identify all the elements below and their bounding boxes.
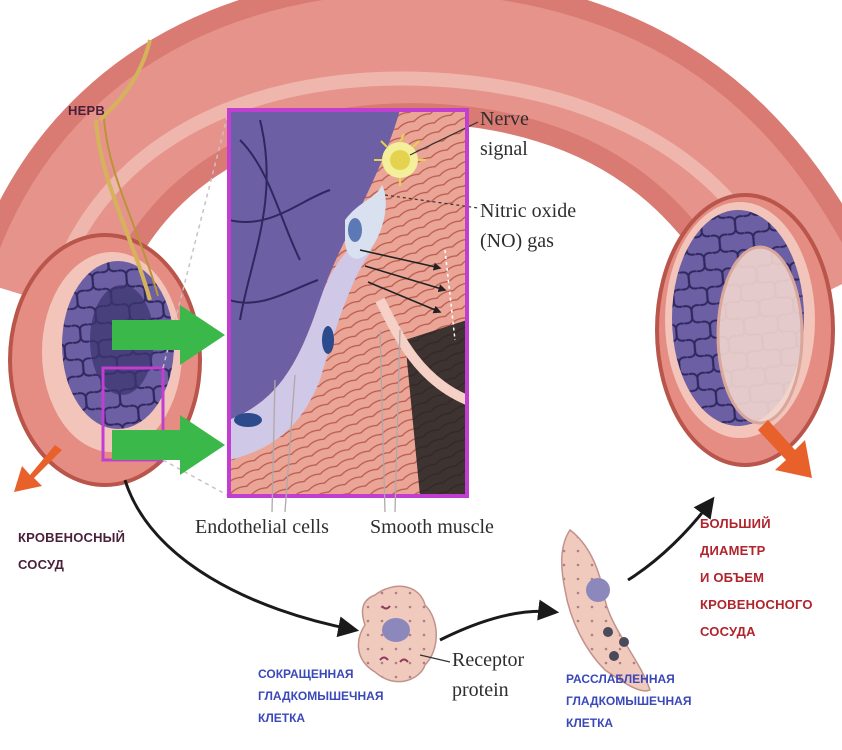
label-nitric-oxide: Nitric oxide (NO) gas	[480, 196, 576, 256]
label-relaxed-line-1: РАССЛАБЛЕННАЯ	[566, 668, 691, 690]
zoom-guide-bottom	[163, 460, 229, 496]
label-nerve: НЕРВ	[68, 103, 105, 118]
label-contracted-cell: СОКРАЩЕННАЯ ГЛАДКОМЫШЕЧНАЯ КЛЕТКА	[258, 663, 383, 729]
process-arrow-1	[125, 480, 355, 630]
label-contracted-line-3: КЛЕТКА	[258, 707, 383, 729]
process-arrow-2	[440, 611, 555, 640]
label-relaxed-line-3: КЛЕТКА	[566, 712, 691, 734]
label-nerve-signal-line-1: Nerve	[480, 104, 529, 134]
label-larger-diameter-line-4: КРОВЕНОСНОГО	[700, 591, 813, 618]
label-receptor-line-1: Receptor	[452, 645, 524, 675]
label-relaxed-line-2: ГЛАДКОМЫШЕЧНАЯ	[566, 690, 691, 712]
label-nitric-oxide-line-2: (NO) gas	[480, 226, 576, 256]
label-blood-vessel-line-1: КРОВЕНОСНЫЙ	[18, 524, 125, 551]
label-blood-vessel: КРОВЕНОСНЫЙ СОСУД	[18, 524, 125, 578]
label-nitric-oxide-line-1: Nitric oxide	[480, 196, 576, 226]
relaxed-muscle-cell	[562, 530, 650, 691]
label-smooth-muscle: Smooth muscle	[370, 516, 494, 539]
label-relaxed-cell: РАССЛАБЛЕННАЯ ГЛАДКОМЫШЕЧНАЯ КЛЕТКА	[566, 668, 691, 734]
label-larger-diameter-line-2: ДИАМЕТР	[700, 537, 813, 564]
label-larger-diameter: БОЛЬШИЙ ДИАМЕТР И ОБЪЕМ КРОВЕНОСНОГО СОС…	[700, 510, 813, 645]
label-larger-diameter-line-3: И ОБЪЕМ	[700, 564, 813, 591]
label-nerve-signal: Nerve signal	[480, 104, 529, 164]
label-endothelial-cells: Endothelial cells	[195, 516, 329, 539]
magnified-inset	[229, 110, 478, 512]
vessel-right-cross-section	[657, 195, 833, 465]
label-nerve-signal-line-2: signal	[480, 134, 529, 164]
label-blood-vessel-line-2: СОСУД	[18, 551, 125, 578]
label-contracted-line-1: СОКРАЩЕННАЯ	[258, 663, 383, 685]
label-larger-diameter-line-5: СОСУДА	[700, 618, 813, 645]
label-contracted-line-2: ГЛАДКОМЫШЕЧНАЯ	[258, 685, 383, 707]
label-receptor-protein: Receptor protein	[452, 645, 524, 705]
label-receptor-line-2: protein	[452, 675, 524, 705]
label-larger-diameter-line-1: БОЛЬШИЙ	[700, 510, 813, 537]
